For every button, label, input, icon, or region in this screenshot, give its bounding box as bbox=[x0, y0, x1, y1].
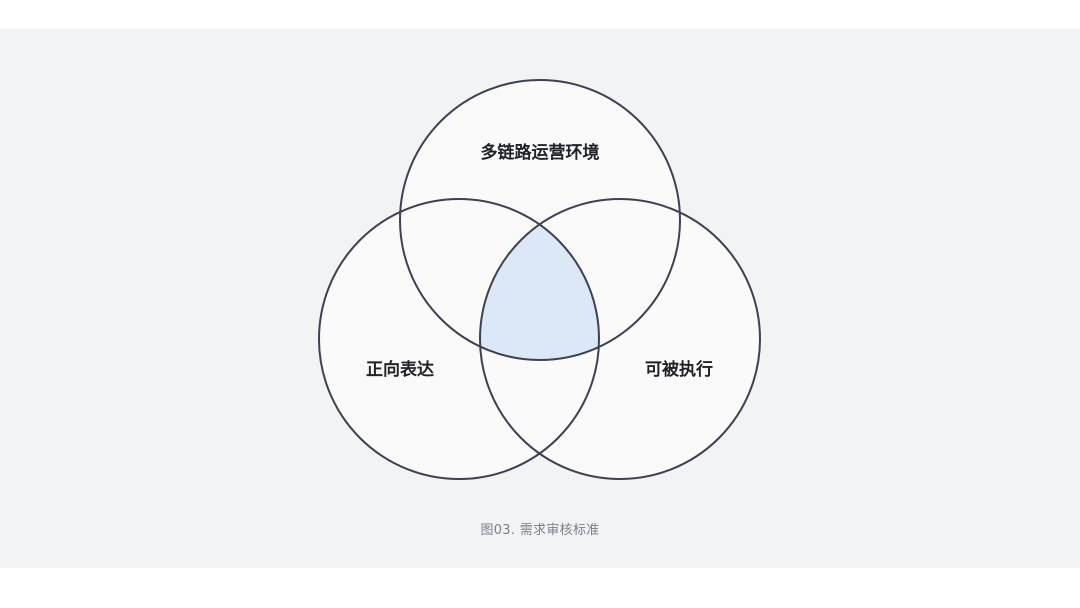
label-top: 多链路运营环境 bbox=[481, 142, 600, 163]
figure-caption: 图03. 需求审核标准 bbox=[480, 523, 600, 538]
label-right: 可被执行 bbox=[645, 359, 713, 380]
circle-top bbox=[399, 79, 681, 361]
circle-right bbox=[479, 198, 761, 480]
intersection-highlight bbox=[480, 199, 599, 360]
circle-left bbox=[318, 198, 600, 480]
label-left: 正向表达 bbox=[366, 359, 434, 380]
